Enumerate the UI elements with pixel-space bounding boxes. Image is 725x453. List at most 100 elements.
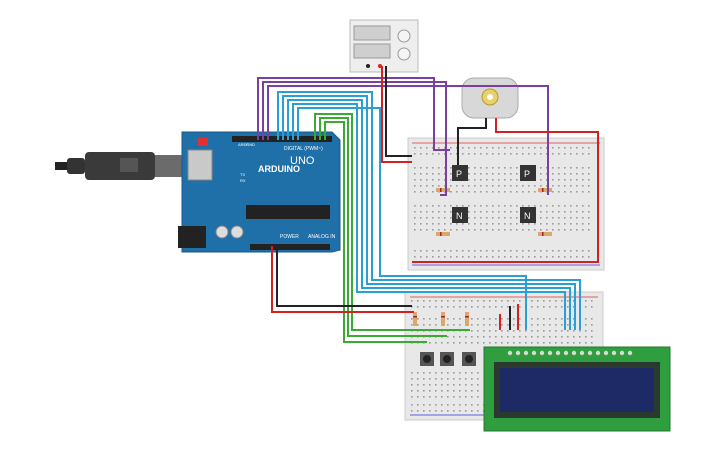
breadboard-hole xyxy=(498,167,500,169)
breadboard-hole xyxy=(423,378,425,380)
breadboard-hole xyxy=(558,229,560,231)
breadboard-hole xyxy=(486,179,488,181)
breadboard-hole xyxy=(423,324,425,326)
breadboard-hole xyxy=(525,330,527,332)
breadboard-hole xyxy=(471,342,473,344)
digital-pins-label: DIGITAL (PWM~) xyxy=(284,146,323,152)
resistor[interactable] xyxy=(413,312,417,326)
breadboard-hole xyxy=(552,211,554,213)
breadboard-hole xyxy=(582,147,584,149)
breadboard-hole xyxy=(546,223,548,225)
breadboard-hole xyxy=(426,229,428,231)
arduino-uno-board[interactable]: ARDUINO UNO DIGITAL (PWM~) POWER ANALOG … xyxy=(178,131,341,253)
breadboard-hole xyxy=(432,147,434,149)
breadboard-hole xyxy=(435,372,437,374)
breadboard-hole xyxy=(453,390,455,392)
breadboard-hole xyxy=(450,229,452,231)
breadboard-hole xyxy=(492,223,494,225)
breadboard-hole xyxy=(576,250,578,252)
lcd-pin xyxy=(539,350,545,356)
breadboard-hole xyxy=(552,217,554,219)
push-button[interactable] xyxy=(440,352,454,366)
breadboard-hole xyxy=(576,147,578,149)
breadboard-hole xyxy=(576,223,578,225)
breadboard-hole xyxy=(450,153,452,155)
transistor-n-left[interactable]: N xyxy=(452,207,468,223)
breadboard-hole xyxy=(510,250,512,252)
breadboard-hole xyxy=(555,342,557,344)
breadboard-hole xyxy=(474,147,476,149)
breadboard-hole xyxy=(495,300,497,302)
breadboard-hole xyxy=(531,318,533,320)
breadboard-hole xyxy=(480,250,482,252)
breadboard-hole xyxy=(417,384,419,386)
breadboard-hole xyxy=(585,330,587,332)
resistor[interactable] xyxy=(436,188,450,192)
resistor[interactable] xyxy=(538,188,552,192)
breadboard-hole xyxy=(558,185,560,187)
power-supply[interactable] xyxy=(349,19,419,73)
analog-label: ANALOG IN xyxy=(308,234,336,240)
breadboard-hole xyxy=(426,167,428,169)
push-button[interactable] xyxy=(462,352,476,366)
resistor[interactable] xyxy=(436,232,450,236)
reset-button[interactable] xyxy=(198,138,208,146)
breadboard-hole xyxy=(414,191,416,193)
breadboard-hole xyxy=(561,330,563,332)
resistor[interactable] xyxy=(538,232,552,236)
breadboard-hole xyxy=(546,173,548,175)
resistor[interactable] xyxy=(441,312,445,326)
breadboard-hole xyxy=(486,250,488,252)
breadboard-hole xyxy=(510,191,512,193)
breadboard-hole xyxy=(471,378,473,380)
dc-motor[interactable] xyxy=(461,77,519,119)
transistor-p-right[interactable]: P xyxy=(520,165,536,181)
breadboard-hole xyxy=(582,229,584,231)
breadboard-hole xyxy=(585,336,587,338)
breadboard-hole xyxy=(468,167,470,169)
breadboard-hole xyxy=(441,342,443,344)
breadboard-hole xyxy=(588,191,590,193)
breadboard-hole xyxy=(504,185,506,187)
breadboard-hole xyxy=(417,324,419,326)
breadboard-hole xyxy=(543,330,545,332)
breadboard-hole xyxy=(564,211,566,213)
lcd-display[interactable] xyxy=(483,346,671,432)
breadboard-hole xyxy=(516,173,518,175)
breadboard-hole xyxy=(429,342,431,344)
breadboard-hole xyxy=(516,185,518,187)
breadboard-hole xyxy=(504,147,506,149)
breadboard-hole xyxy=(540,153,542,155)
breadboard-hole xyxy=(507,330,509,332)
breadboard-hole xyxy=(435,342,437,344)
breadboard-hole xyxy=(522,250,524,252)
breadboard-top[interactable] xyxy=(407,137,605,271)
breadboard-hole xyxy=(483,330,485,332)
breadboard-hole xyxy=(498,185,500,187)
breadboard-hole xyxy=(447,324,449,326)
breadboard-hole xyxy=(474,167,476,169)
breadboard-hole xyxy=(498,223,500,225)
breadboard-hole xyxy=(537,324,539,326)
breadboard-hole xyxy=(468,185,470,187)
breadboard-hole xyxy=(522,229,524,231)
breadboard-hole xyxy=(477,404,479,406)
transistor-n-right[interactable]: N xyxy=(520,207,536,223)
breadboard-hole xyxy=(429,318,431,320)
resistor[interactable] xyxy=(465,312,469,326)
breadboard-hole xyxy=(456,256,458,258)
breadboard-hole xyxy=(468,205,470,207)
breadboard-hole xyxy=(468,173,470,175)
breadboard-hole xyxy=(516,153,518,155)
breadboard-hole xyxy=(585,318,587,320)
breadboard-hole xyxy=(450,211,452,213)
breadboard-hole xyxy=(507,342,509,344)
push-button[interactable] xyxy=(420,352,434,366)
transistor-p-left[interactable]: P xyxy=(452,165,468,181)
breadboard-hole xyxy=(504,153,506,155)
breadboard-hole xyxy=(462,229,464,231)
breadboard-hole xyxy=(513,306,515,308)
breadboard-hole xyxy=(432,256,434,258)
breadboard-hole xyxy=(480,229,482,231)
breadboard-hole xyxy=(432,205,434,207)
